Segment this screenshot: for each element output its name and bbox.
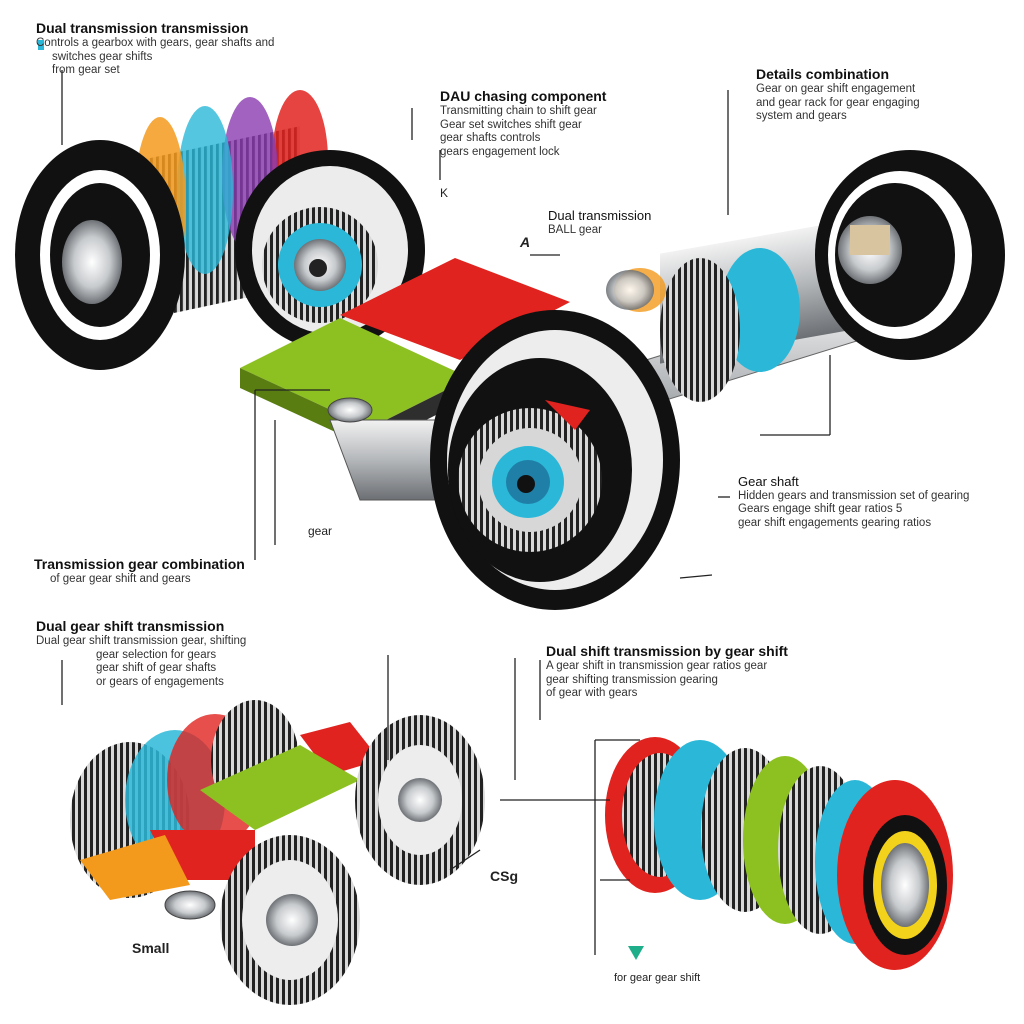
- callout-line: and gear rack for gear engaging: [756, 96, 920, 109]
- triangle-marker: [628, 946, 644, 960]
- callout-line: Gears engage shift gear ratios 5: [738, 503, 903, 516]
- callout-line: switches gear shifts: [52, 50, 153, 63]
- tag-gear: gear: [308, 524, 333, 538]
- callout-line: Hidden gears and transmission set of gea…: [738, 489, 970, 502]
- callout-line: of gear gear shift and gears: [50, 572, 191, 585]
- callout-line: Gear on gear shift engagement: [756, 82, 916, 95]
- callout-line: from gear set: [52, 64, 120, 77]
- bottom-right-gear-stack: [605, 737, 953, 970]
- right-tire: [815, 150, 1005, 360]
- callout-line: of gear with gears: [546, 687, 638, 700]
- callout-line: Controls a gearbox with gears, gear shaf…: [36, 36, 275, 49]
- callout-title: Transmission gear combination: [34, 556, 245, 572]
- callout-title: Gear shaft: [738, 474, 799, 489]
- callout-top-center: DAU chasing component Transmitting chain…: [440, 88, 606, 160]
- tag-k: K: [440, 186, 449, 200]
- callout-line: gears engagement lock: [440, 146, 560, 159]
- callout-title: Dual transmission transmission: [36, 20, 249, 36]
- callout-title: Details combination: [756, 66, 890, 82]
- callout-line: gear shift engagements gearing ratios: [738, 517, 932, 530]
- bottom-left-assembly: [70, 700, 485, 1005]
- tag-csg: CSg: [490, 868, 518, 884]
- callout-title: DAU chasing component: [440, 88, 607, 104]
- callout-bottom-right: Dual shift transmission by gear shift A …: [546, 643, 788, 701]
- callout-line: gear selection for gears: [96, 648, 217, 661]
- corner-marker: [38, 40, 44, 50]
- red-plate-top: [340, 258, 570, 360]
- callout-bottom-left: Dual gear shift transmission Dual gear s…: [36, 618, 246, 690]
- front-wheel: [430, 310, 680, 610]
- callout-top-left: Dual transmission transmission Controls …: [36, 20, 274, 78]
- top-gear-assembly: [15, 90, 1005, 610]
- callout-line: gear shifting transmission gearing: [546, 673, 718, 686]
- callout-line: A gear shift in transmission gear ratios…: [546, 659, 768, 672]
- right-cylinder: [606, 220, 850, 402]
- tag-bottom-note: for gear gear shift: [614, 972, 701, 984]
- callout-line: Gear set switches shift gear: [440, 118, 582, 131]
- callout-middle: Dual transmission BALL gear: [548, 208, 651, 237]
- callout-line: gear shift of gear shafts: [96, 662, 217, 675]
- orange-plate-bottom: [80, 835, 190, 900]
- callout-line: system and gears: [756, 110, 847, 123]
- green-plate-bottom: [200, 745, 360, 830]
- callout-left-mid: Transmission gear combination of gear ge…: [34, 556, 245, 587]
- tag-a: A: [520, 234, 531, 250]
- callout-top-right: Details combination Gear on gear shift e…: [756, 66, 920, 124]
- callout-title: Dual transmission: [548, 208, 652, 223]
- tag-small: Small: [132, 940, 170, 956]
- callout-title: Dual shift transmission by gear shift: [546, 643, 788, 659]
- callout-line: Transmitting chain to shift gear: [440, 104, 597, 117]
- red-plate-bottom: [300, 722, 380, 775]
- green-plate-top: [240, 318, 470, 428]
- left-gear-drum: [15, 90, 328, 370]
- callout-line: Dual gear shift transmission gear, shift…: [36, 634, 247, 647]
- callout-line: or gears of engagements: [96, 676, 224, 689]
- callout-right-mid: Gear shaft Hidden gears and transmission…: [738, 474, 969, 531]
- callout-title: Dual gear shift transmission: [36, 618, 225, 634]
- callout-line: BALL gear: [548, 223, 602, 236]
- leader-lines: [61, 70, 831, 955]
- callout-line: gear shafts controls: [440, 132, 541, 145]
